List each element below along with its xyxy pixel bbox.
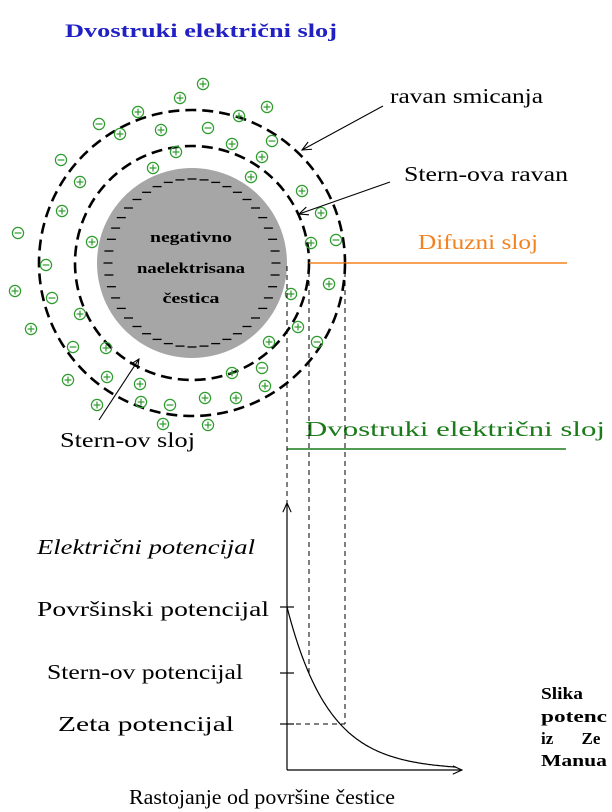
cation-plus-icon: [113, 127, 127, 141]
cation-plus-icon: [85, 235, 99, 249]
anion-minus-icon: [265, 134, 279, 148]
cation-plus-icon: [24, 322, 38, 336]
cation-plus-icon: [291, 320, 305, 334]
cation-plus-icon: [61, 373, 75, 387]
cation-plus-icon: [262, 335, 276, 349]
surface-charges: [103, 178, 281, 348]
cation-plus-icon: [260, 100, 274, 114]
cation-plus-icon: [258, 379, 272, 393]
stern-potential-label: Stern-ov potencijal: [47, 660, 243, 684]
cation-plus-icon: [225, 137, 239, 151]
cation-plus-icon: [100, 370, 114, 384]
anion-minus-icon: [66, 340, 80, 354]
cation-plus-icon: [255, 150, 269, 164]
cation-plus-icon: [225, 366, 239, 380]
cation-plus-icon: [198, 391, 212, 405]
shear-plane-label: ravan smicanja: [390, 84, 544, 108]
cation-plus-icon: [134, 395, 148, 409]
cation-plus-icon: [295, 184, 309, 198]
anion-minus-icon: [201, 121, 215, 135]
cation-plus-icon: [284, 287, 298, 301]
y-axis-label: Električni potencijal: [36, 535, 255, 559]
anion-minus-icon: [329, 233, 343, 247]
caption-line-4: Manua: [541, 751, 608, 770]
cation-plus-icon: [244, 170, 258, 184]
cation-plus-icon: [156, 417, 170, 431]
anion-minus-icon: [39, 258, 53, 272]
stern-layer-pointer: [98, 359, 139, 421]
cation-plus-icon: [304, 236, 318, 250]
diffuse-layer-label: Difuzni sloj: [418, 230, 538, 254]
cation-plus-icon: [8, 284, 22, 298]
figure-caption: Slika potenc iz Ze Manua: [541, 684, 608, 770]
cation-plus-icon: [322, 277, 336, 291]
stern-plane-pointer: [299, 181, 391, 214]
anion-minus-icon: [92, 117, 106, 131]
particle-label-line-3: čestica: [163, 291, 221, 307]
diagram-title: Dvostruki električni sloj: [65, 21, 337, 42]
cation-plus-icon: [232, 109, 246, 123]
zeta-potential-label: Zeta potencijal: [58, 712, 234, 736]
anion-minus-icon: [45, 291, 59, 305]
anion-minus-icon: [163, 398, 177, 412]
cation-plus-icon: [131, 105, 145, 119]
anion-minus-icon: [11, 226, 25, 240]
cation-plus-icon: [154, 123, 168, 137]
cation-plus-icon: [229, 391, 243, 405]
counter-ions: [8, 77, 343, 432]
stern-layer-label: Stern-ov sloj: [60, 428, 195, 452]
shear-plane-pointer: [302, 105, 384, 150]
caption-line-2: potenc: [541, 707, 608, 726]
cation-plus-icon: [314, 206, 328, 220]
cation-plus-icon: [90, 398, 104, 412]
cation-plus-icon: [146, 161, 160, 175]
x-axis-label: Rastojanje od površine čestice: [129, 785, 395, 809]
projection-guides: [286, 263, 346, 725]
particle-label-line-2: naelektrisana: [137, 261, 246, 277]
cation-plus-icon: [201, 418, 215, 432]
anion-minus-icon: [255, 361, 269, 375]
cation-plus-icon: [99, 341, 113, 355]
caption-line-3: iz Ze: [541, 729, 601, 748]
surface-potential-label: Površinski potencijal: [37, 597, 269, 621]
cation-plus-icon: [73, 307, 87, 321]
particle-label-line-1: negativno: [150, 230, 232, 246]
annotations: ravan smicanja Stern-ova ravan Difuzni s…: [60, 84, 605, 452]
particle-with-layers: negativno naelektrisana čestica: [8, 77, 347, 432]
cation-plus-icon: [55, 204, 69, 218]
anion-minus-icon: [54, 153, 68, 167]
potential-graph: Električni potencijal Površinski potenci…: [36, 503, 462, 809]
cation-plus-icon: [73, 175, 87, 189]
cation-plus-icon: [169, 145, 183, 159]
cation-plus-icon: [133, 377, 147, 391]
anion-minus-icon: [310, 335, 324, 349]
cation-plus-icon: [196, 77, 210, 91]
potential-decay-curve: [286, 606, 457, 768]
double-layer-label: Dvostruki električni sloj: [305, 417, 605, 441]
particle-body: [97, 168, 287, 358]
caption-line-1: Slika: [541, 684, 584, 703]
cation-plus-icon: [173, 91, 187, 105]
stern-plane-label: Stern-ova ravan: [404, 162, 569, 186]
